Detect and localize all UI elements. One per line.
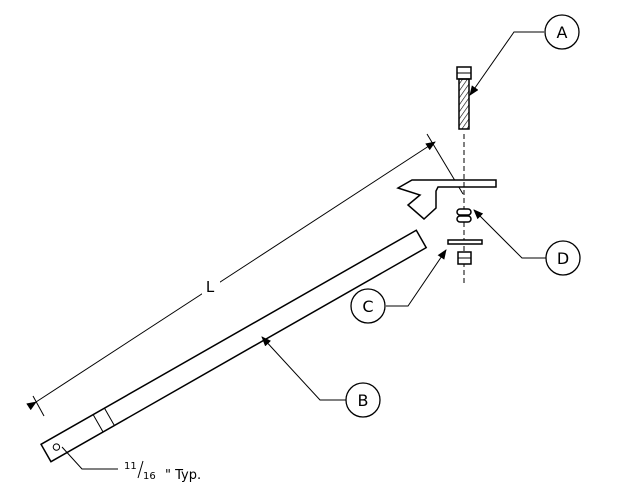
callout-b-label: B bbox=[358, 391, 369, 410]
dimension-l: L bbox=[26, 133, 464, 417]
leader-hole bbox=[61, 446, 118, 470]
callout-d-label: D bbox=[557, 249, 569, 268]
leader-a bbox=[469, 31, 544, 96]
washer-c bbox=[447, 239, 483, 265]
callout-c-label: C bbox=[362, 297, 373, 316]
end-bracket bbox=[396, 179, 497, 221]
bolt-a bbox=[456, 66, 472, 130]
bar-b bbox=[40, 229, 428, 463]
leader-d bbox=[473, 209, 546, 259]
dimension-label: L bbox=[206, 278, 215, 296]
callout-d: D bbox=[545, 240, 581, 276]
hole-fraction-numerator: 11 bbox=[124, 461, 137, 472]
leader-c bbox=[386, 249, 447, 307]
callout-a: A bbox=[544, 14, 580, 50]
leader-b bbox=[261, 336, 346, 401]
callout-c: C bbox=[350, 288, 386, 324]
hole-note-suffix: " Typ. bbox=[165, 468, 201, 483]
hole-size-note: 11 16 " Typ. bbox=[124, 460, 201, 483]
hole-fraction-denominator: 16 bbox=[143, 471, 156, 482]
callout-b: B bbox=[345, 382, 381, 418]
lockwasher-d bbox=[456, 208, 472, 223]
callout-a-label: A bbox=[557, 23, 568, 42]
mounting-hole bbox=[52, 443, 61, 451]
